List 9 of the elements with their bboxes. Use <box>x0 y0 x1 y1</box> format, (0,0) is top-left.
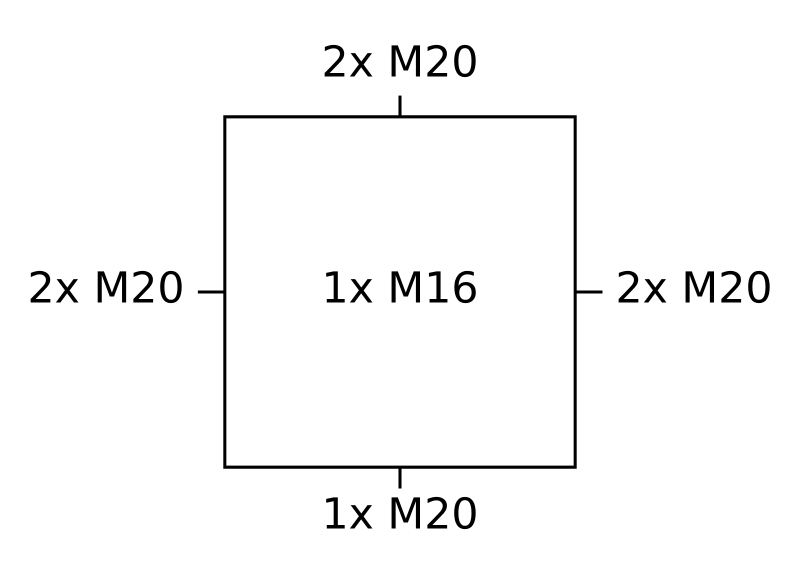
node-text: 2x M20 <box>28 264 184 314</box>
node-text: 2x M20 <box>322 37 478 88</box>
node-text: 1x M20 <box>322 490 478 540</box>
node-box: 1x M16 <box>223 115 577 469</box>
connector <box>398 468 402 488</box>
connector <box>398 96 402 116</box>
connector <box>576 290 602 294</box>
connector <box>198 290 225 294</box>
node-text: 2x M20 <box>616 264 772 314</box>
